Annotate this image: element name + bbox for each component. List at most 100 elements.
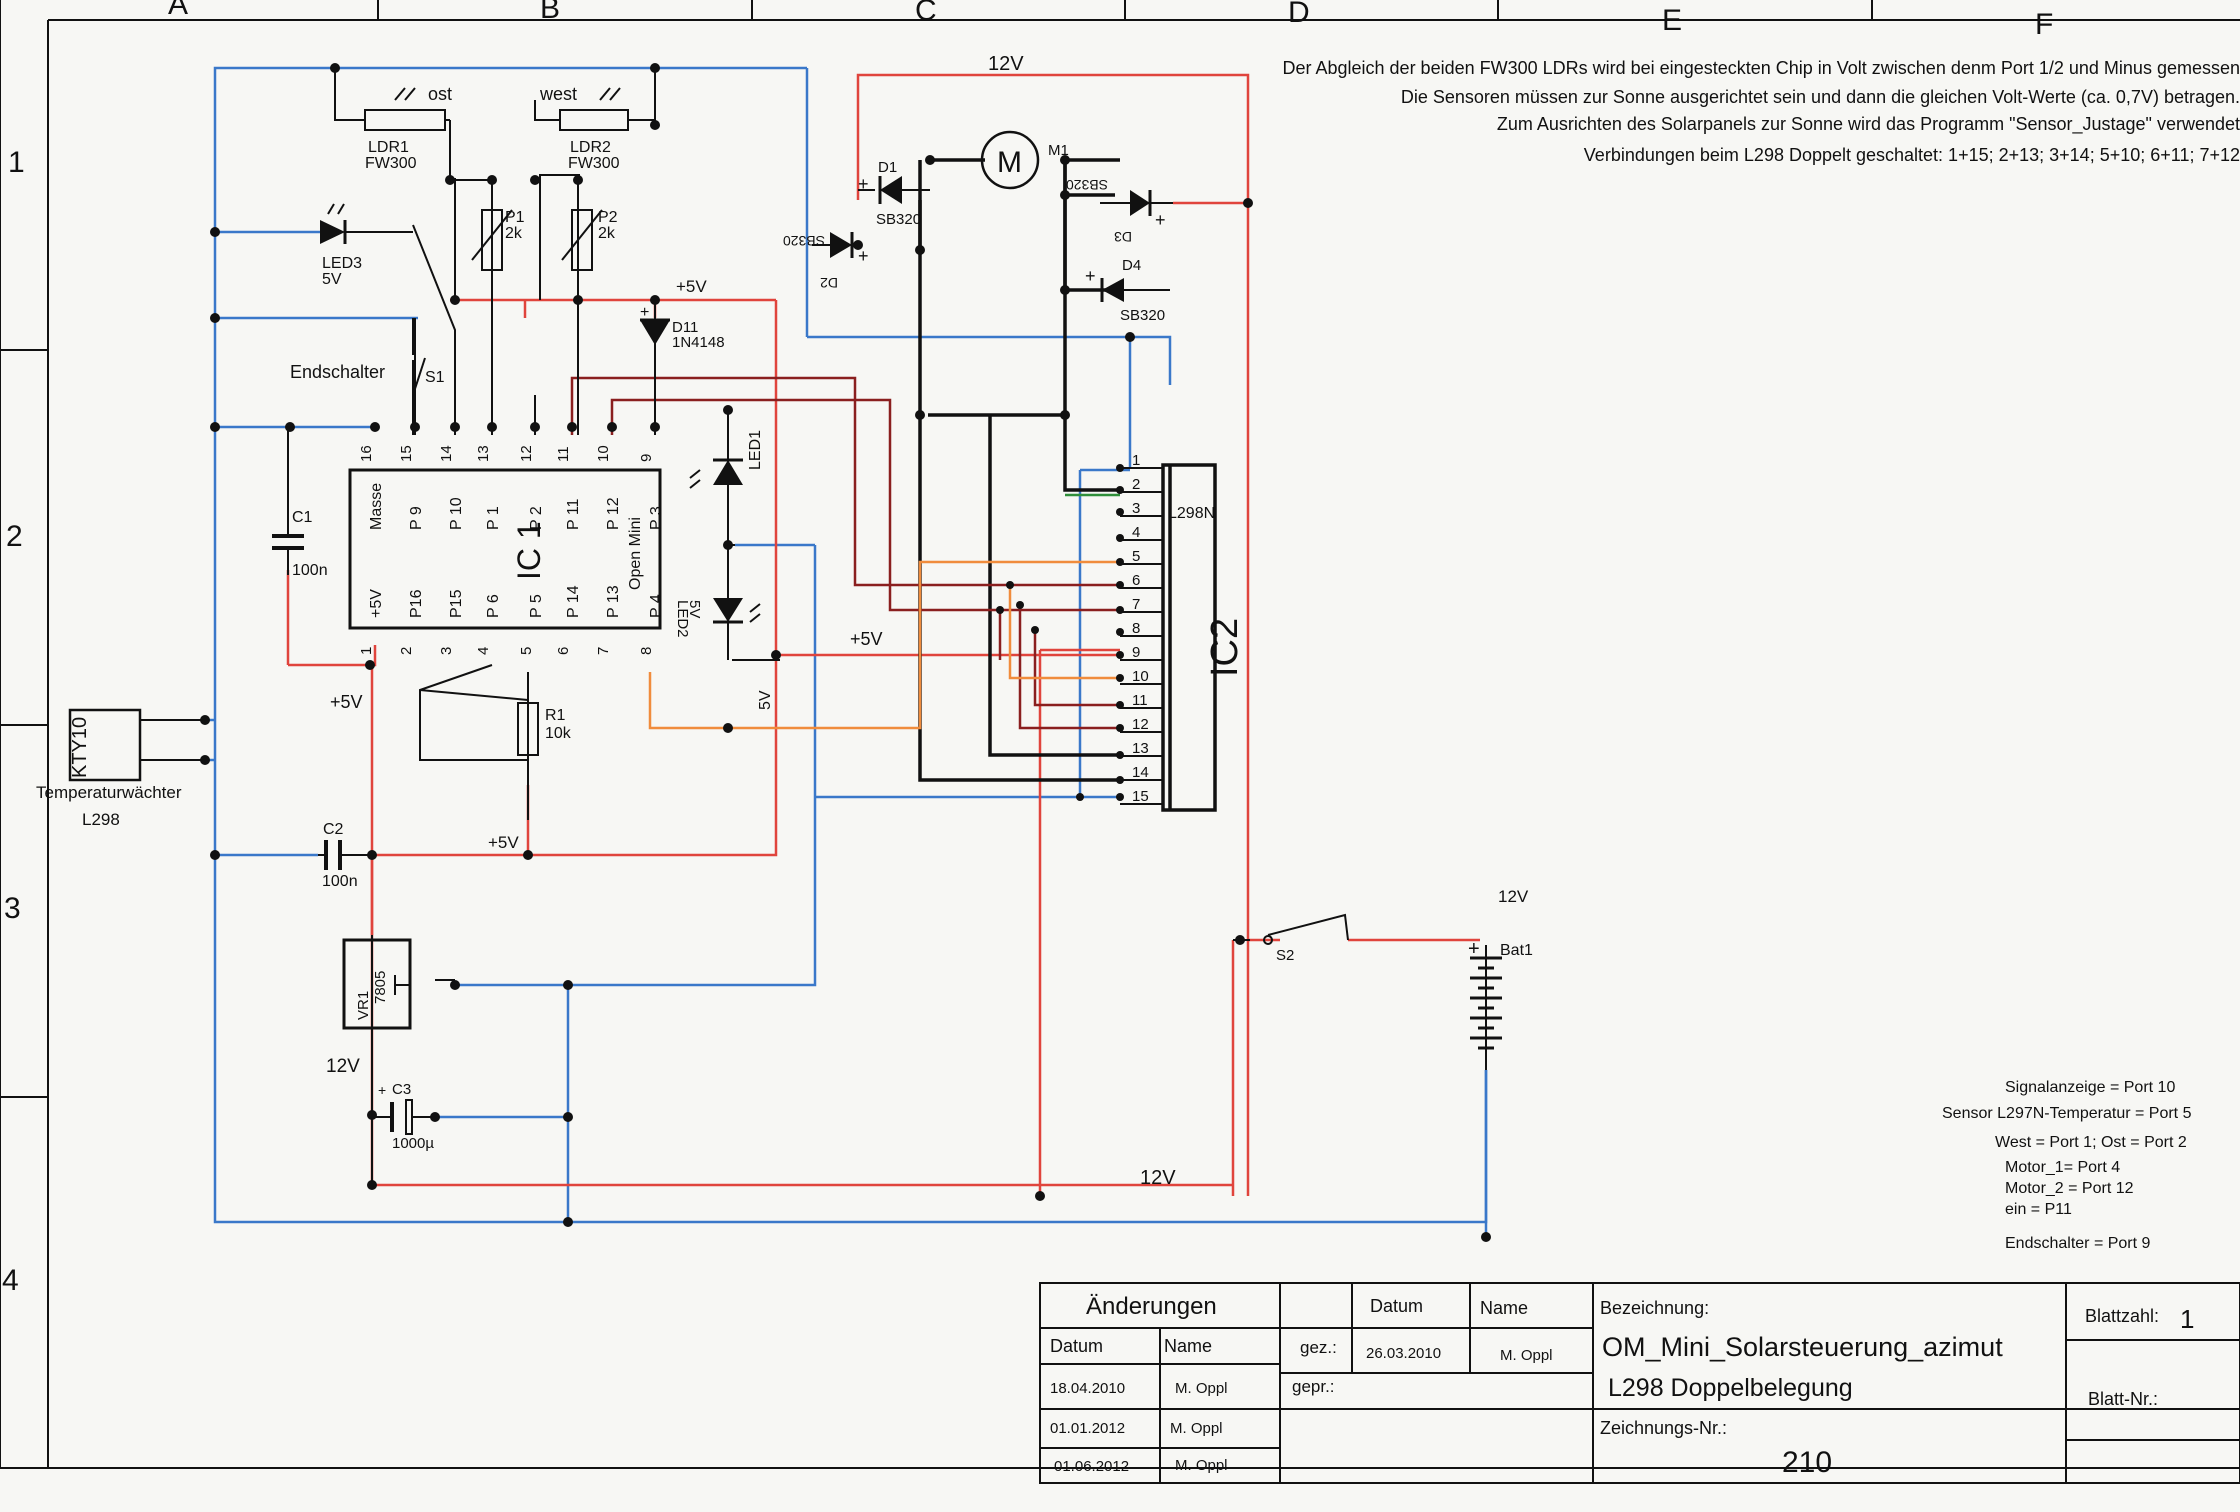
ldr2-type: FW300 — [568, 155, 620, 172]
ic1-pin-label: P 4 — [648, 594, 665, 618]
supply-label-12v-top: 12V — [988, 53, 1024, 75]
ic2-name: IC2 — [1204, 618, 1246, 677]
zeichnungs-nr: 210 — [1782, 1446, 1832, 1479]
column-label-a: A — [168, 0, 188, 21]
header-note-2: Die Sensoren müssen zur Sonne ausgericht… — [1401, 87, 2240, 107]
d3-diode: + SB320 D3 — [1066, 177, 1173, 245]
p1-name: P1 — [505, 209, 525, 226]
s2-switch: S2 — [1263, 935, 1294, 964]
p1-value: 2k — [505, 225, 523, 242]
s1-label: Endschalter — [290, 362, 385, 382]
kty10-name: KTY10 — [69, 717, 91, 778]
svg-text:+: + — [1085, 266, 1096, 286]
signal-wires-darkred — [570, 376, 1120, 730]
ic1-pin-number: 8 — [638, 647, 655, 655]
ldr1-name: LDR1 — [368, 139, 409, 156]
d3-type: SB320 — [1066, 177, 1108, 193]
ic2-pin-number: 1 — [1132, 452, 1140, 469]
led2-name: LED2 — [674, 600, 691, 638]
ldr2-resistor: west LDR2 FW300 — [539, 84, 629, 172]
ic2-pin-number: 13 — [1132, 740, 1149, 757]
ic1-pin-number: 6 — [555, 647, 572, 655]
d11-diode: + D11 1N4148 +5V — [640, 277, 725, 351]
column-label-e: E — [1662, 4, 1682, 37]
kty10-sensor: KTY10 Temperaturwächter L298 — [36, 708, 205, 829]
c3-capacitor: + C3 1000µ — [372, 1081, 435, 1152]
ic2-pin-number: 2 — [1132, 476, 1140, 493]
svg-text:+: + — [378, 1082, 386, 1098]
ic1-pin-number: 15 — [398, 445, 415, 462]
c2-name: C2 — [323, 821, 344, 838]
ic1-pin-label: P 1 — [485, 506, 502, 530]
led3-name: LED3 — [322, 255, 362, 272]
ic2-pin-number: 12 — [1132, 716, 1149, 733]
supply-label-5v-left: +5V — [330, 692, 363, 712]
vr1-regulator: VR1 7805 12V — [326, 938, 412, 1077]
ic1-pin-label: +5V — [368, 589, 385, 618]
ic1-pin-number: 2 — [398, 647, 415, 655]
bat1-name: Bat1 — [1500, 942, 1533, 959]
row-label-4: 4 — [2, 1264, 19, 1297]
aenderungen-header: Änderungen — [1086, 1293, 1217, 1320]
led3-value: 5V — [322, 271, 342, 288]
port-note-1: Signalanzeige = Port 10 — [2005, 1079, 2175, 1096]
ic2-pin-number: 15 — [1132, 788, 1149, 805]
header-notes: Der Abgleich der beiden FW300 LDRs wird … — [1282, 58, 2240, 165]
blatt-nr-label: Blatt-Nr.: — [2088, 1389, 2158, 1409]
vr1-name: VR1 — [355, 991, 372, 1020]
ic1-pin-label: P 10 — [448, 497, 465, 530]
column-label-f: F — [2035, 8, 2053, 41]
drawing-subtitle: L298 Doppelbelegung — [1608, 1374, 1853, 1402]
blattzahl-value: 1 — [2180, 1304, 2194, 1334]
svg-text:+: + — [858, 246, 869, 266]
ic1-pin-number: 11 — [555, 446, 572, 462]
port-note-6: ein = P11 — [2005, 1201, 2072, 1218]
p2-name: P2 — [598, 209, 618, 226]
ic1-pin-number: 13 — [475, 445, 492, 462]
drawing-title: OM_Mini_Solarsteuerung_azimut — [1602, 1332, 2003, 1362]
d4-diode: + D4 SB320 — [1065, 257, 1170, 324]
ic1-pin-label: P 12 — [605, 497, 622, 530]
ic1-pin-label: P 3 — [648, 506, 665, 530]
port-note-3: West = Port 1; Ost = Port 2 — [1995, 1134, 2187, 1151]
supply-wires — [286, 73, 1480, 1196]
c2-value: 100n — [322, 873, 358, 890]
row-label-3: 3 — [4, 892, 21, 925]
ic2-pin-number: 6 — [1132, 572, 1140, 589]
ic2-pin-number: 4 — [1132, 524, 1140, 541]
column-label-b: B — [540, 0, 560, 25]
svg-text:+: + — [858, 174, 869, 194]
port-note-4: Motor_1= Port 4 — [2005, 1159, 2120, 1176]
revision-date-3: 01.06.2012 — [1054, 1458, 1129, 1475]
led2-value: 5V — [686, 600, 703, 618]
motor-wires — [918, 158, 1172, 810]
led3-diode: LED3 5V — [320, 203, 413, 288]
ic1-pin-label: P15 — [448, 589, 465, 618]
ic1-pin-number: 3 — [438, 647, 455, 655]
blattzahl-label: Blattzahl: — [2085, 1306, 2159, 1326]
port-note-2: Sensor L297N-Temperatur = Port 5 — [1942, 1105, 2192, 1122]
led2-diode: LED2 5V 5V — [674, 598, 774, 710]
led1-name: LED1 — [747, 430, 764, 470]
port-note-7: Endschalter = Port 9 — [2005, 1235, 2151, 1252]
led2-supply-label: 5V — [757, 690, 774, 710]
p2-value: 2k — [598, 225, 616, 242]
revision-name-3: M. Oppl — [1175, 1457, 1228, 1474]
header-note-3: Zum Ausrichten des Solarpanels zur Sonne… — [1497, 114, 2240, 135]
ic2-pin-number: 11 — [1132, 692, 1148, 709]
ic2-pin-number: 7 — [1132, 596, 1140, 613]
row-label-1: 1 — [8, 146, 25, 179]
zeichnungs-nr-label: Zeichnungs-Nr.: — [1600, 1418, 1727, 1438]
ldr2-name: LDR2 — [570, 139, 611, 156]
revision-date-2: 01.01.2012 — [1050, 1420, 1125, 1437]
drawing-frame — [0, 0, 2240, 1469]
r1-supply-label: +5V — [488, 833, 519, 852]
m1-name: M1 — [1048, 142, 1069, 159]
ic2-pin-number: 14 — [1132, 764, 1149, 781]
r1-value: 10k — [545, 725, 572, 742]
ic1-pin-number: 9 — [638, 454, 655, 462]
bat1-voltage: 12V — [1498, 887, 1529, 906]
ldr1-side-label: ost — [428, 84, 452, 104]
ic2-part: L298N — [1168, 505, 1215, 522]
